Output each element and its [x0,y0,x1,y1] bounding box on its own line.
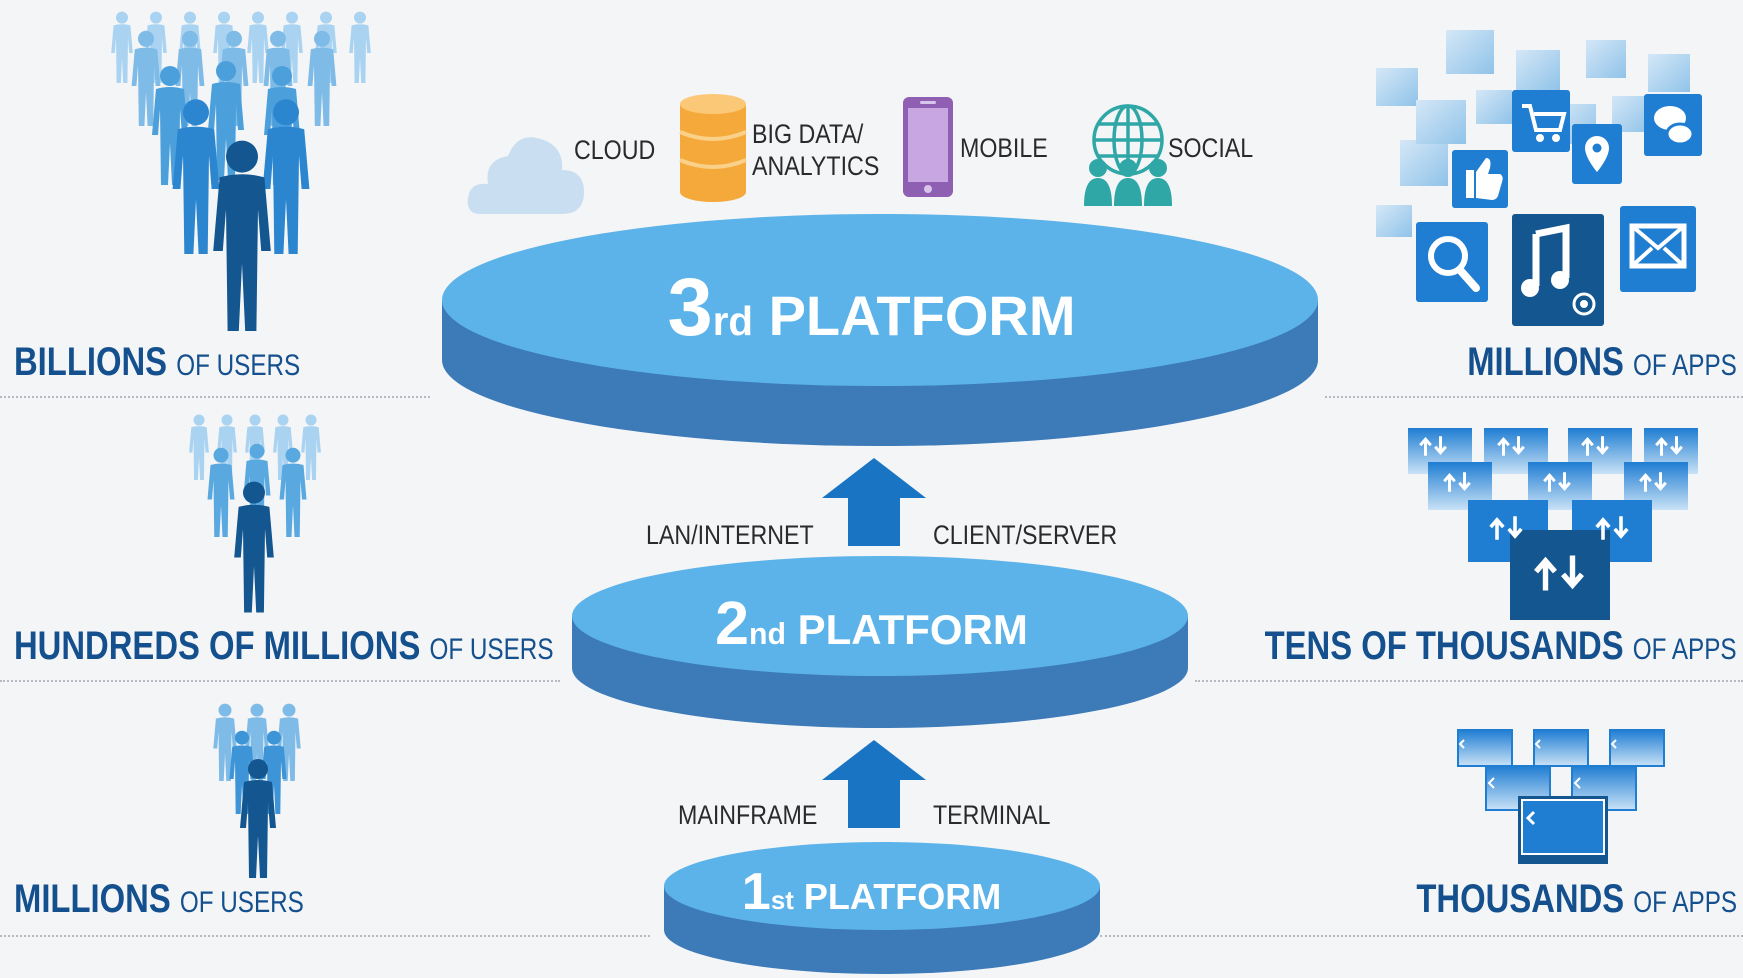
upper-up-arrow-icon [822,458,926,546]
chat-bubble-icon [1644,94,1702,156]
platform-1-label: 1st PLATFORM [0,862,1743,922]
platform-2-disc [572,556,1188,728]
tech-label-cloud: CLOUD [574,134,655,166]
apps-tier1-bold: THOUSANDS [1416,877,1625,921]
shopping-cart-icon [1512,90,1570,152]
separator-apps-tier2 [1195,680,1743,682]
mail-icon [1620,206,1696,292]
users-tier1-bold: MILLIONS [14,877,171,921]
apps-label-tier1: THOUSANDS OF APPS [1416,877,1737,922]
cloud-icon [467,137,584,214]
platform-3-label: 3rd PLATFORM [0,262,1743,355]
users-tier2-normal: OF USERS [429,633,554,666]
separator-users-tier2 [0,680,560,682]
apps-tier3-normal: OF APPS [1633,349,1737,382]
users-tier3-bold: BILLIONS [14,340,168,384]
users-tier2-bold: HUNDREDS OF MILLIONS [14,624,421,668]
platform-1-number: 1 [741,863,771,921]
tech-label-social: SOCIAL [1168,132,1253,164]
mobile-label: MOBILE [960,133,1048,163]
users-label-tier1: MILLIONS OF USERS [14,877,304,922]
mobile-phone-icon [903,97,953,197]
separator-users-tier1 [0,935,650,937]
big-data-label-line1: BIG DATA/ [752,119,864,149]
app-windows-cluster-tens-of-thousands [1408,428,1698,620]
apps-label-tier2: TENS OF THOUSANDS OF APPS [1265,624,1737,669]
lower-up-arrow-icon [822,740,926,828]
globe-people-icon [1084,104,1172,206]
platform-2-word: PLATFORM [797,606,1028,653]
platform-1-word: PLATFORM [803,876,1002,917]
platform-3-disc [442,214,1318,446]
connector-client-server: CLIENT/SERVER [933,520,1118,550]
apps-label-tier3: MILLIONS OF APPS [1467,340,1737,385]
tech-label-mobile: MOBILE [960,132,1048,164]
music-note-icon [1512,214,1604,326]
platform-1-disc [664,842,1100,974]
big-data-label-line2: ANALYTICS [752,151,880,181]
connector-lan-internet: LAN/INTERNET [646,520,814,550]
app-windows-cluster-thousands [1457,729,1665,864]
apps-tier2-normal: OF APPS [1633,633,1737,666]
platform-3-number: 3 [667,263,713,353]
platform-3-word: PLATFORM [768,284,1076,347]
database-icon [679,94,747,202]
platform-2-label: 2nd PLATFORM [0,588,1743,658]
separator-apps-tier3 [1325,396,1743,398]
connector-mainframe: MAINFRAME [678,800,818,830]
users-tier1-normal: OF USERS [179,886,304,919]
separator-apps-tier1 [1100,935,1743,937]
app-icons-cluster-millions [1376,30,1702,326]
users-tier3-normal: OF USERS [176,349,301,382]
thumbs-up-icon [1452,150,1508,208]
apps-tier1-normal: OF APPS [1633,886,1737,919]
separator-users-tier3 [0,396,430,398]
platform-3-suffix: rd [712,298,753,344]
apps-tier2-bold: TENS OF THOUSANDS [1265,624,1625,668]
platform-2-number: 2 [715,589,750,657]
map-pin-icon [1572,124,1622,184]
tech-label-big-data: BIG DATA/ ANALYTICS [752,118,879,182]
people-crowd-millions-icon [213,703,301,878]
cloud-label: CLOUD [574,135,656,165]
platform-2-suffix: nd [749,618,786,651]
connector-terminal: TERMINAL [933,800,1051,830]
search-icon [1416,222,1488,302]
social-label: SOCIAL [1168,133,1254,163]
users-label-tier2: HUNDREDS OF MILLIONS OF USERS [14,624,554,669]
platform-1-suffix: st [770,887,794,915]
apps-tier3-bold: MILLIONS [1467,340,1625,384]
users-label-tier3: BILLIONS OF USERS [14,340,300,385]
